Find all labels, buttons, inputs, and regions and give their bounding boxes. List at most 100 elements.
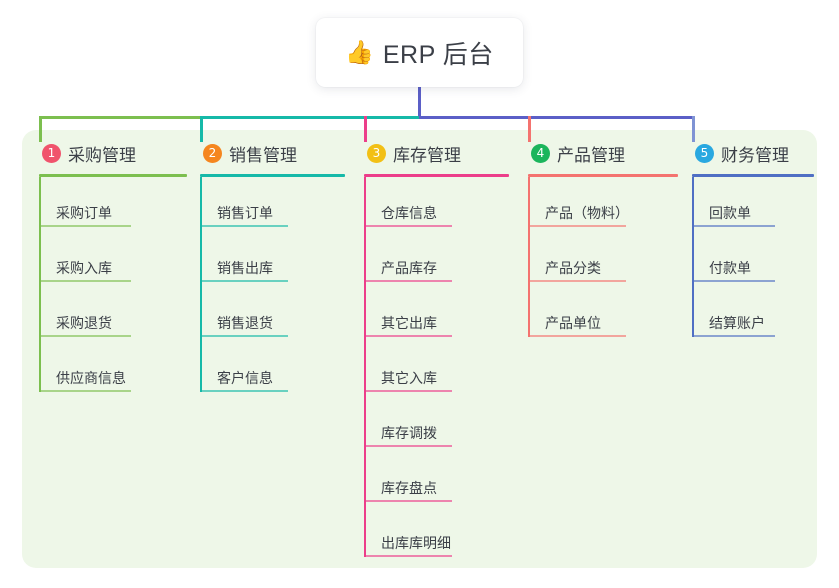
menu-item[interactable]: 采购退货 xyxy=(39,287,187,342)
menu-item-underline xyxy=(692,225,775,227)
menu-item[interactable]: 其它出库 xyxy=(364,287,509,342)
menu-item-underline xyxy=(528,280,626,282)
menu-item-label: 产品（物料） xyxy=(545,205,629,221)
column-header-5[interactable]: 5 财务管理 xyxy=(692,140,814,166)
column-spine-3 xyxy=(364,177,366,557)
menu-item-underline xyxy=(364,335,452,337)
menu-item-label: 产品单位 xyxy=(545,315,601,331)
menu-item-underline xyxy=(364,555,452,557)
menu-item-underline xyxy=(364,390,452,392)
menu-item[interactable]: 库存调拨 xyxy=(364,397,509,452)
menu-item-label: 产品分类 xyxy=(545,260,601,276)
menu-item-underline xyxy=(692,335,775,337)
menu-item-underline xyxy=(39,390,131,392)
menu-item-underline xyxy=(364,445,452,447)
menu-item[interactable]: 采购订单 xyxy=(39,177,187,232)
menu-item-label: 销售订单 xyxy=(217,205,273,221)
column-header-4[interactable]: 4 产品管理 xyxy=(528,140,678,166)
menu-item-underline xyxy=(200,280,288,282)
menu-item[interactable]: 销售出库 xyxy=(200,232,345,287)
menu-item[interactable]: 出库库明细 xyxy=(364,507,509,562)
menu-item-label: 其它入库 xyxy=(381,370,437,386)
menu-item-label: 结算账户 xyxy=(709,315,765,331)
menu-item-label: 采购订单 xyxy=(56,205,112,221)
menu-item[interactable]: 采购入库 xyxy=(39,232,187,287)
menu-item[interactable]: 结算账户 xyxy=(692,287,814,342)
branch-stem-1 xyxy=(39,116,42,142)
column-badge-icon-1: 1 xyxy=(42,143,61,163)
column-badge-icon-4: 4 xyxy=(531,143,550,163)
branch-stem-2 xyxy=(200,116,203,142)
menu-item[interactable]: 仓库信息 xyxy=(364,177,509,232)
menu-item[interactable]: 产品库存 xyxy=(364,232,509,287)
menu-item-underline xyxy=(200,225,288,227)
page-title: ERP 后台 xyxy=(382,40,494,69)
menu-item[interactable]: 库存盘点 xyxy=(364,452,509,507)
menu-item[interactable]: 其它入库 xyxy=(364,342,509,397)
menu-item-underline xyxy=(528,335,626,337)
column-badge-icon-5: 5 xyxy=(695,143,714,163)
menu-item-label: 采购退货 xyxy=(56,315,112,331)
column-items-2: 销售订单销售出库销售退货客户信息 xyxy=(200,177,345,397)
menu-item-underline xyxy=(39,225,131,227)
menu-item-label: 库存盘点 xyxy=(381,480,437,496)
column-title-5: 财务管理 xyxy=(721,145,789,165)
menu-item-underline xyxy=(364,500,452,502)
menu-item[interactable]: 客户信息 xyxy=(200,342,345,397)
menu-item[interactable]: 回款单 xyxy=(692,177,814,232)
bus-segment-right xyxy=(419,116,694,119)
menu-item-underline xyxy=(692,280,775,282)
menu-item[interactable]: 销售订单 xyxy=(200,177,345,232)
menu-item-underline xyxy=(200,335,288,337)
column-items-1: 采购订单采购入库采购退货供应商信息 xyxy=(39,177,187,397)
menu-item[interactable]: 产品（物料） xyxy=(528,177,678,232)
column-title-4: 产品管理 xyxy=(557,145,625,165)
bus-segment-mid xyxy=(200,116,421,119)
column-spine-5 xyxy=(692,177,694,337)
column-title-1: 采购管理 xyxy=(68,145,136,165)
menu-item-label: 销售退货 xyxy=(217,315,273,331)
column-underline-5 xyxy=(692,174,814,177)
menu-item-label: 库存调拨 xyxy=(381,425,437,441)
branch-stem-3 xyxy=(364,116,367,142)
root-node-card[interactable]: 👍 ERP 后台 xyxy=(316,18,523,87)
menu-item[interactable]: 供应商信息 xyxy=(39,342,187,397)
root-stem xyxy=(418,87,421,119)
bus-segment-left xyxy=(39,116,202,119)
menu-item[interactable]: 销售退货 xyxy=(200,287,345,342)
column-underline-2 xyxy=(200,174,345,177)
menu-item-label: 供应商信息 xyxy=(56,370,126,386)
column-underline-4 xyxy=(528,174,678,177)
diagram-panel xyxy=(22,130,817,568)
column-title-2: 销售管理 xyxy=(229,145,297,165)
thumbs-up-icon: 👍 xyxy=(345,39,374,65)
column-underline-3 xyxy=(364,174,509,177)
menu-item-underline xyxy=(364,225,452,227)
menu-item-underline xyxy=(200,390,288,392)
menu-item-label: 仓库信息 xyxy=(381,205,437,221)
column-underline-1 xyxy=(39,174,187,177)
menu-item[interactable]: 产品单位 xyxy=(528,287,678,342)
column-items-3: 仓库信息产品库存其它出库其它入库库存调拨库存盘点出库库明细 xyxy=(364,177,509,562)
menu-item-label: 其它出库 xyxy=(381,315,437,331)
menu-item-label: 出库库明细 xyxy=(381,535,451,551)
menu-item-label: 回款单 xyxy=(709,205,751,221)
branch-stem-4 xyxy=(528,116,531,142)
menu-item-underline xyxy=(528,225,626,227)
column-items-5: 回款单付款单结算账户 xyxy=(692,177,814,342)
column-4: 4 产品管理产品（物料） 产品分类产品单位 xyxy=(528,140,678,342)
menu-item[interactable]: 付款单 xyxy=(692,232,814,287)
menu-item-label: 产品库存 xyxy=(381,260,437,276)
column-header-1[interactable]: 1 采购管理 xyxy=(39,140,187,166)
column-5: 5 财务管理回款单付款单结算账户 xyxy=(692,140,814,342)
menu-item-label: 采购入库 xyxy=(56,260,112,276)
column-spine-4 xyxy=(528,177,530,337)
column-items-4: 产品（物料） 产品分类产品单位 xyxy=(528,177,678,342)
column-1: 1 采购管理采购订单采购入库采购退货供应商信息 xyxy=(39,140,187,397)
menu-item-underline xyxy=(364,280,452,282)
menu-item[interactable]: 产品分类 xyxy=(528,232,678,287)
menu-item-label: 销售出库 xyxy=(217,260,273,276)
